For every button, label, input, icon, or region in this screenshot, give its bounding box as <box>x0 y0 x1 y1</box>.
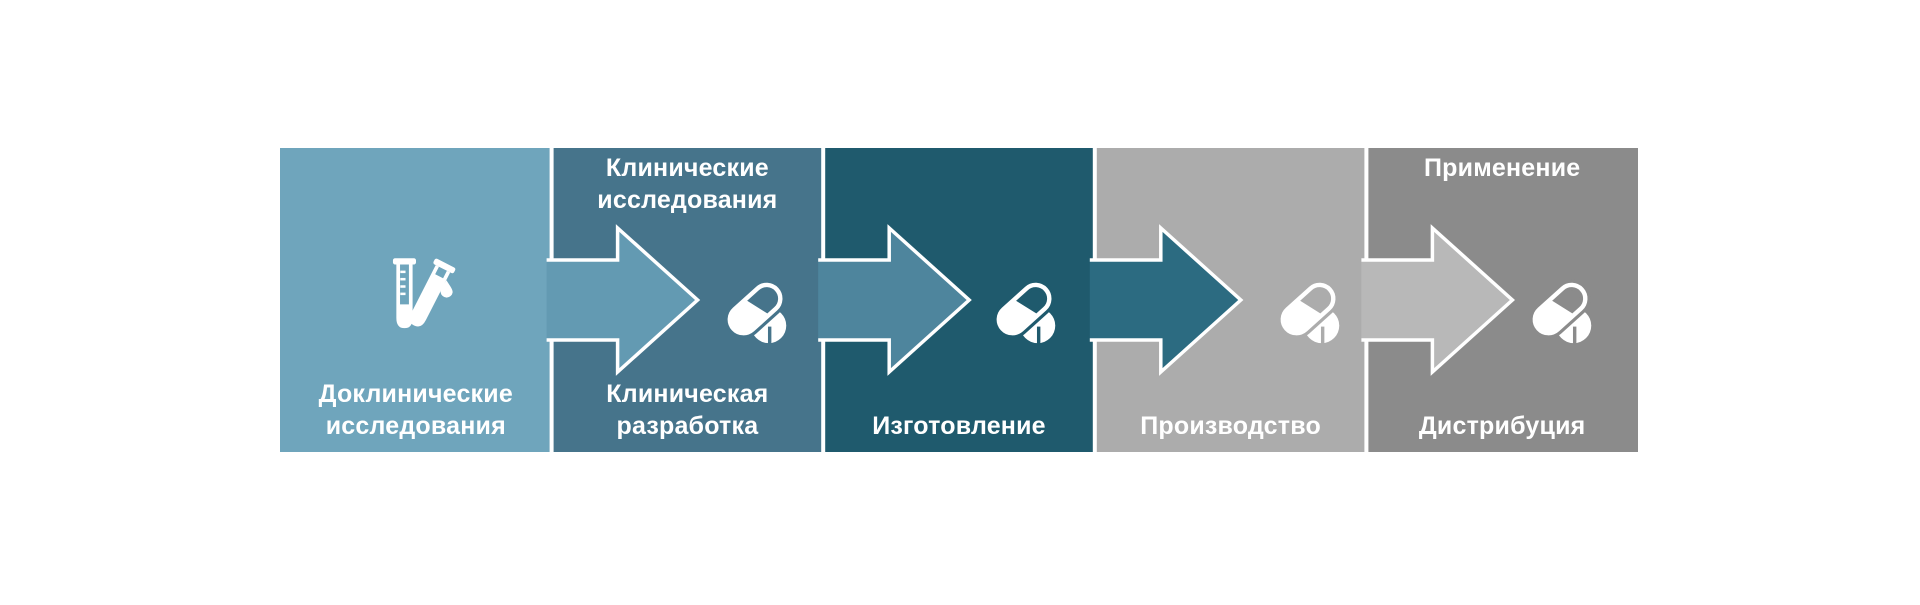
stage-label-line: исследования <box>597 186 778 214</box>
pill-icon <box>1271 272 1349 355</box>
stage-label-bottom-clinical: Клиническая разработка <box>552 378 824 442</box>
stage-label-line: исследования <box>325 412 506 440</box>
test-tubes-glyph <box>392 258 456 329</box>
pill-capsule-glyph <box>724 279 787 345</box>
test-tubes-icon <box>372 253 460 346</box>
stage-label-top-distribution: Применение <box>1366 152 1638 184</box>
process-flow-banner: Доклинические исследования Клинические иссл… <box>280 148 1638 452</box>
pill-capsule-glyph <box>1529 279 1592 345</box>
pill-icon <box>987 272 1065 355</box>
stage-label-bottom-preclinical: Доклинические исследования <box>280 378 552 442</box>
stage-label-line: Клинические <box>605 154 769 182</box>
stage-label-line: Клиническая <box>606 380 769 408</box>
stage-label-line: разработка <box>616 412 759 440</box>
stage-label-line: Доклинические <box>318 380 513 408</box>
stage-label-bottom-manufacturing: Изготовление <box>823 410 1095 442</box>
stage-label-line: Дистрибуция <box>1418 412 1586 440</box>
stage-label-line: Производство <box>1140 412 1321 440</box>
pill-capsule-glyph <box>993 279 1056 345</box>
stage-label-line: Применение <box>1423 154 1581 182</box>
pill-icon <box>1523 272 1601 355</box>
stage-block-preclinical <box>280 148 552 452</box>
stage-label-bottom-distribution: Дистрибуция <box>1366 410 1638 442</box>
stage-label-bottom-production: Производство <box>1095 410 1367 442</box>
pill-capsule-glyph <box>1277 279 1340 345</box>
stage-label-top-clinical: Клинические исследования <box>552 152 824 216</box>
stage-label-line: Изготовление <box>872 412 1046 440</box>
pill-icon <box>718 272 796 355</box>
